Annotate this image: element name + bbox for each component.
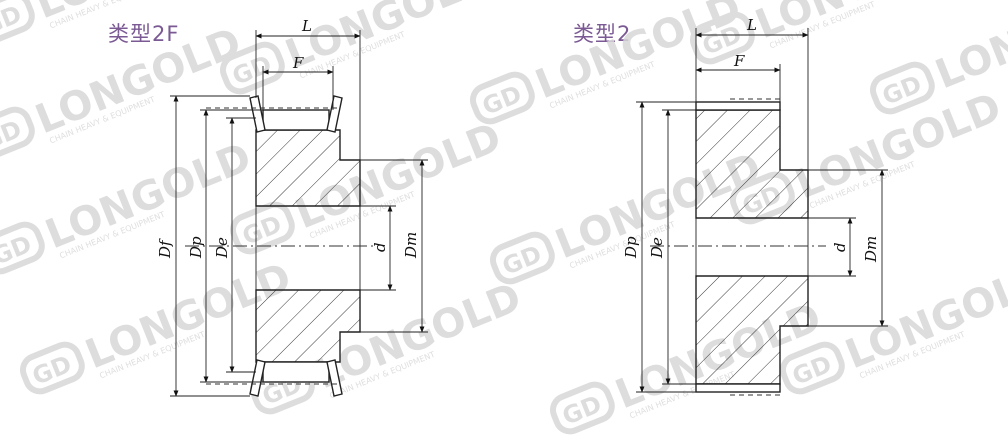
pulley-2f-drawing: L F Df Dp De d Dm (156, 17, 428, 397)
pulley-2f-bottom-teeth (262, 361, 330, 383)
label-d-2f: d (371, 242, 389, 252)
label-F-2f: F (292, 54, 304, 72)
label-Dp-2f: Dp (187, 236, 205, 259)
label-Dp-2: Dp (622, 236, 640, 259)
label-d-2: d (831, 242, 849, 252)
flange-top-left (249, 95, 266, 133)
watermark-brand: LONGOLD (929, 0, 1008, 98)
flange-bottom-left (249, 359, 266, 397)
watermark-brand: LONGOLD (839, 254, 1008, 378)
label-L-2f: L (301, 17, 312, 35)
pulley-2-drawing: L F Dp De d Dm (622, 16, 888, 396)
label-De-2: De (648, 237, 666, 259)
label-Df-2f: Df (156, 238, 174, 259)
flange-top-right (326, 95, 343, 133)
type-2-title: 类型2 (573, 22, 632, 46)
label-F-2: F (733, 52, 745, 70)
watermark-brand: LONGOLD (29, 19, 248, 143)
pulley-2-top-teeth (695, 101, 781, 111)
label-Dm-2: Dm (862, 236, 880, 263)
pulley-2f-top-teeth (262, 109, 330, 131)
flange-bottom-right (326, 359, 343, 397)
label-De-2f: De (213, 237, 231, 259)
type-2f-title: 类型2F (108, 22, 180, 46)
label-L-2: L (746, 16, 757, 34)
pulley-2f-upper-section (255, 129, 361, 207)
label-Dm-2f: Dm (402, 232, 420, 259)
pulley-2-bottom-teeth (695, 383, 781, 393)
